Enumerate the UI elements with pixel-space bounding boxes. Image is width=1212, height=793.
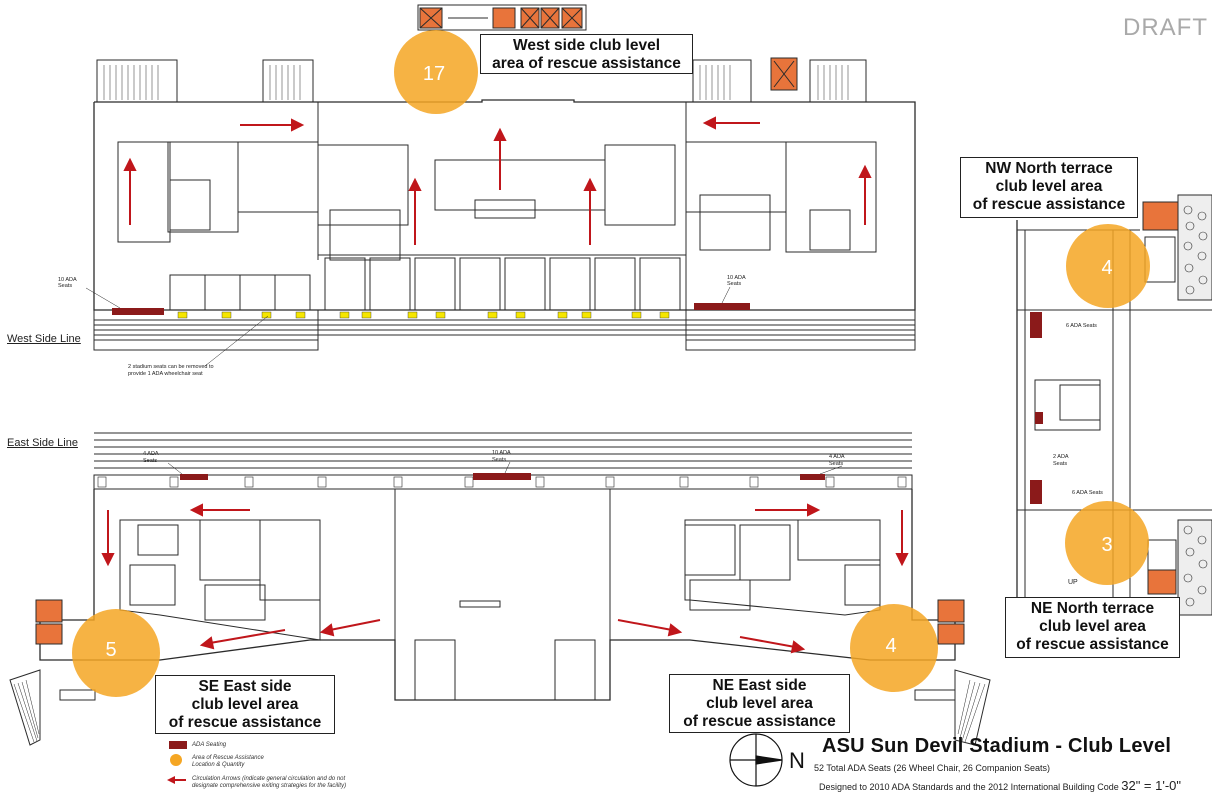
ada-seating-mark xyxy=(1030,312,1042,338)
ada-note-west-left-1: 10 ADA xyxy=(58,277,77,283)
legend-rescue-area-swatch xyxy=(170,754,182,766)
rescue-callout-ne-east: NE East side club level area of rescue a… xyxy=(669,674,850,733)
stadium-seat-note-2: provide 1 ADA wheelchair seat xyxy=(128,371,203,377)
circulation-arrows-east xyxy=(101,503,909,654)
ada-seating-mark xyxy=(1030,480,1042,504)
rescue-callout-se-east-line-2: club level area xyxy=(191,696,299,713)
rescue-callout-se-east-line-3: of rescue assistance xyxy=(168,714,322,731)
north-label: N xyxy=(789,748,805,773)
rescue-callout-ne-east-line-2: club level area xyxy=(706,695,813,712)
rescue-count-west: 17 xyxy=(423,63,445,85)
ada-seating-mark xyxy=(694,303,750,310)
ada-note-west-right-1: 10 ADA xyxy=(727,275,746,281)
ada-seating-mark xyxy=(180,474,208,480)
rescue-area-se-east-circle xyxy=(72,609,160,697)
ada-note-west-left-2: Seats xyxy=(58,283,72,289)
ada-note-east-right-1: 4 ADA xyxy=(829,454,845,460)
ada-note-east-left-1: 4 ADA xyxy=(143,451,159,457)
west-side-plan xyxy=(93,4,916,351)
ada-wheelchair-markers xyxy=(177,311,670,319)
rescue-callout-ne-east-line-1: NE East side xyxy=(712,677,807,694)
rescue-area-nw-north-circle xyxy=(1066,224,1150,308)
ada-note-north-6b: 6 ADA Seats xyxy=(1072,490,1103,496)
rescue-callout-ne-east-line-3: of rescue assistance xyxy=(683,713,836,730)
ada-seating-mark xyxy=(1035,412,1043,424)
north-terrace-plan xyxy=(1016,194,1212,616)
ada-note-east-center-2: Seats xyxy=(492,457,506,463)
rescue-callout-ne-north: NE North terrace club level area of resc… xyxy=(1005,597,1180,658)
ada-note-north-6a: 6 ADA Seats xyxy=(1066,323,1097,329)
standards-text: Designed to 2010 ADA Standards and the 2… xyxy=(819,782,1119,792)
drawing-scale: 32" = 1'-0" xyxy=(1121,778,1182,793)
drawing-subtitle: 52 Total ADA Seats (26 Wheel Chair, 26 C… xyxy=(814,763,1050,773)
rescue-area-ne-east-circle xyxy=(850,604,938,692)
ada-note-east-center-1: 10 ADA xyxy=(492,450,511,456)
rescue-area-markers xyxy=(72,30,1150,697)
rescue-callout-nw-north-line-2: club level area xyxy=(995,178,1103,195)
rescue-count-ne-north: 3 xyxy=(1101,534,1112,556)
rescue-callout-west: West side club level area of rescue assi… xyxy=(480,34,693,74)
east-side-line-label: East Side Line xyxy=(7,437,78,449)
ada-seating-mark xyxy=(800,474,825,480)
rescue-callout-se-east-line-1: SE East side xyxy=(198,678,292,695)
ada-note-west-right-2: Seats xyxy=(727,281,741,287)
rescue-callout-west-line-1: West side club level xyxy=(512,37,661,54)
drawing-standards: Designed to 2010 ADA Standards and the 2… xyxy=(819,778,1181,793)
legend-symbols xyxy=(167,741,187,784)
legend-ada-seating-swatch xyxy=(169,741,187,749)
legend-rescue-area-label: Area of Rescue Assistance Location & Qua… xyxy=(192,755,264,768)
rescue-callout-nw-north: NW North terrace club level area of resc… xyxy=(960,157,1138,218)
rescue-area-ne-north-circle xyxy=(1065,501,1149,585)
rescue-callout-ne-north-line-1: NE North terrace xyxy=(1030,600,1155,617)
stadium-seat-note-1: 2 stadium seats can be removed to xyxy=(128,364,214,370)
rescue-count-ne-east: 4 xyxy=(885,635,896,657)
up-label: UP xyxy=(1068,579,1078,586)
legend-circulation-label: Circulation Arrows (indicate general cir… xyxy=(192,776,347,789)
west-side-line-label: West Side Line xyxy=(7,333,81,345)
draft-label: DRAFT xyxy=(1123,14,1208,41)
ada-note-east-right-2: Seats xyxy=(829,461,843,467)
rescue-callout-nw-north-line-3: of rescue assistance xyxy=(972,196,1126,213)
ada-seating-mark xyxy=(473,473,531,480)
circulation-arrows-west xyxy=(123,116,872,245)
ada-seating-mark xyxy=(112,308,164,315)
rescue-callout-ne-north-line-3: of rescue assistance xyxy=(1016,636,1169,653)
rescue-count-nw-north: 4 xyxy=(1101,257,1112,279)
rescue-callout-se-east: SE East side club level area of rescue a… xyxy=(155,675,335,734)
rescue-area-west-circle xyxy=(394,30,478,114)
ada-note-north-2-1: 2 ADA xyxy=(1053,454,1069,460)
rescue-callout-nw-north-line-1: NW North terrace xyxy=(985,160,1113,177)
east-side-plan xyxy=(9,432,991,746)
drawing-title: ASU Sun Devil Stadium - Club Level xyxy=(822,735,1172,757)
rescue-callout-ne-north-line-2: club level area xyxy=(1039,618,1146,635)
rescue-count-se-east: 5 xyxy=(105,639,116,661)
north-arrow-icon xyxy=(729,733,783,787)
ada-note-north-2-2: Seats xyxy=(1053,461,1067,467)
ada-note-east-left-2: Seats xyxy=(143,458,157,464)
rescue-callout-west-line-2: area of rescue assistance xyxy=(492,55,681,72)
legend-ada-seating-label: ADA Seating xyxy=(192,742,227,748)
